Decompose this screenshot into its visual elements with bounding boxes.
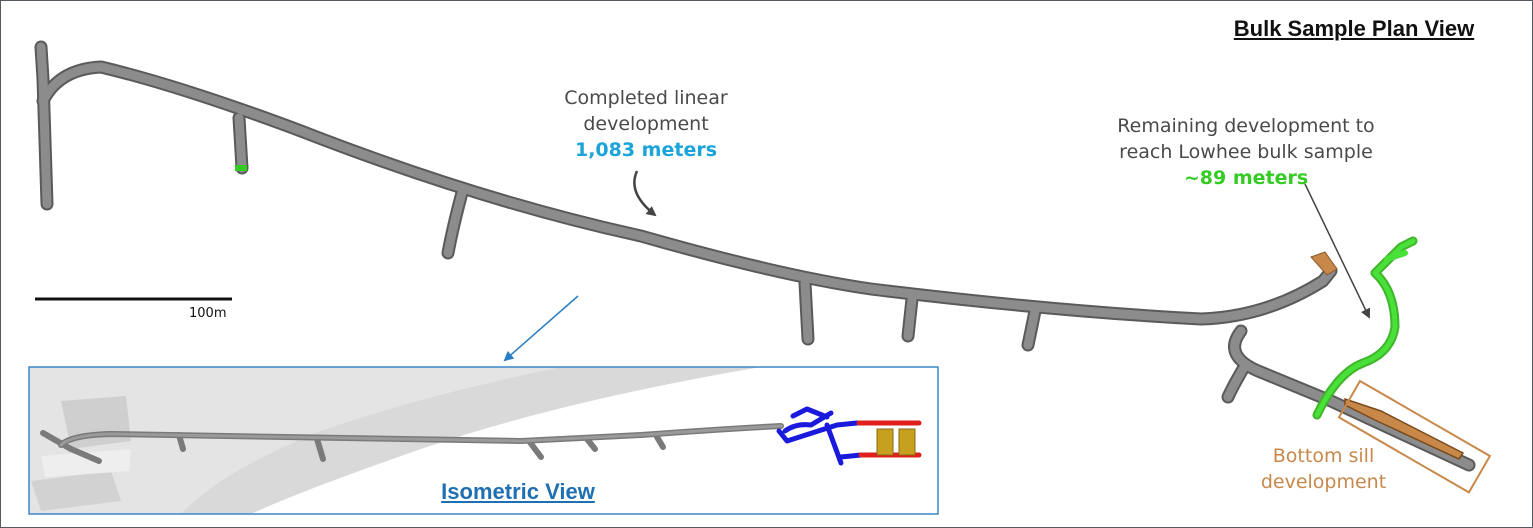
bottom-sill-highlight-box [1337, 379, 1492, 494]
remaining-development-label: Remaining development to reach Lowhee bu… [1071, 113, 1421, 191]
completed-tunnels [34, 40, 1476, 472]
iso-gold-blocks [876, 428, 916, 456]
scale-bar-label: 100m [189, 306, 227, 321]
completed-line-2: development [583, 113, 709, 135]
remaining-development [1312, 236, 1418, 420]
remaining-arrow [1304, 183, 1371, 319]
isometric-pointer-arrow [503, 295, 579, 362]
isometric-view-title: Isometric View [441, 479, 595, 504]
completed-line-1: Completed linear [564, 87, 728, 109]
bottom-sill-line-1: Bottom sill [1272, 445, 1375, 467]
bottom-sill-development [1310, 251, 1492, 494]
isometric-frame [28, 366, 939, 515]
completed-development-label: Completed linear development 1,083 meter… [521, 85, 771, 163]
iso-new-development [776, 406, 864, 466]
isometric-inset [28, 366, 939, 515]
page-title: Bulk Sample Plan View [1233, 16, 1475, 41]
completed-value: 1,083 meters [574, 139, 718, 161]
bottom-sill-line-2: development [1260, 471, 1387, 493]
remaining-line-2: reach Lowhee bulk sample [1119, 141, 1373, 163]
remaining-value: ~89 meters [1183, 167, 1309, 189]
bottom-sill-label: Bottom sill development [1216, 443, 1431, 495]
remaining-line-1: Remaining development to [1117, 115, 1375, 137]
completed-arrow [633, 170, 657, 217]
